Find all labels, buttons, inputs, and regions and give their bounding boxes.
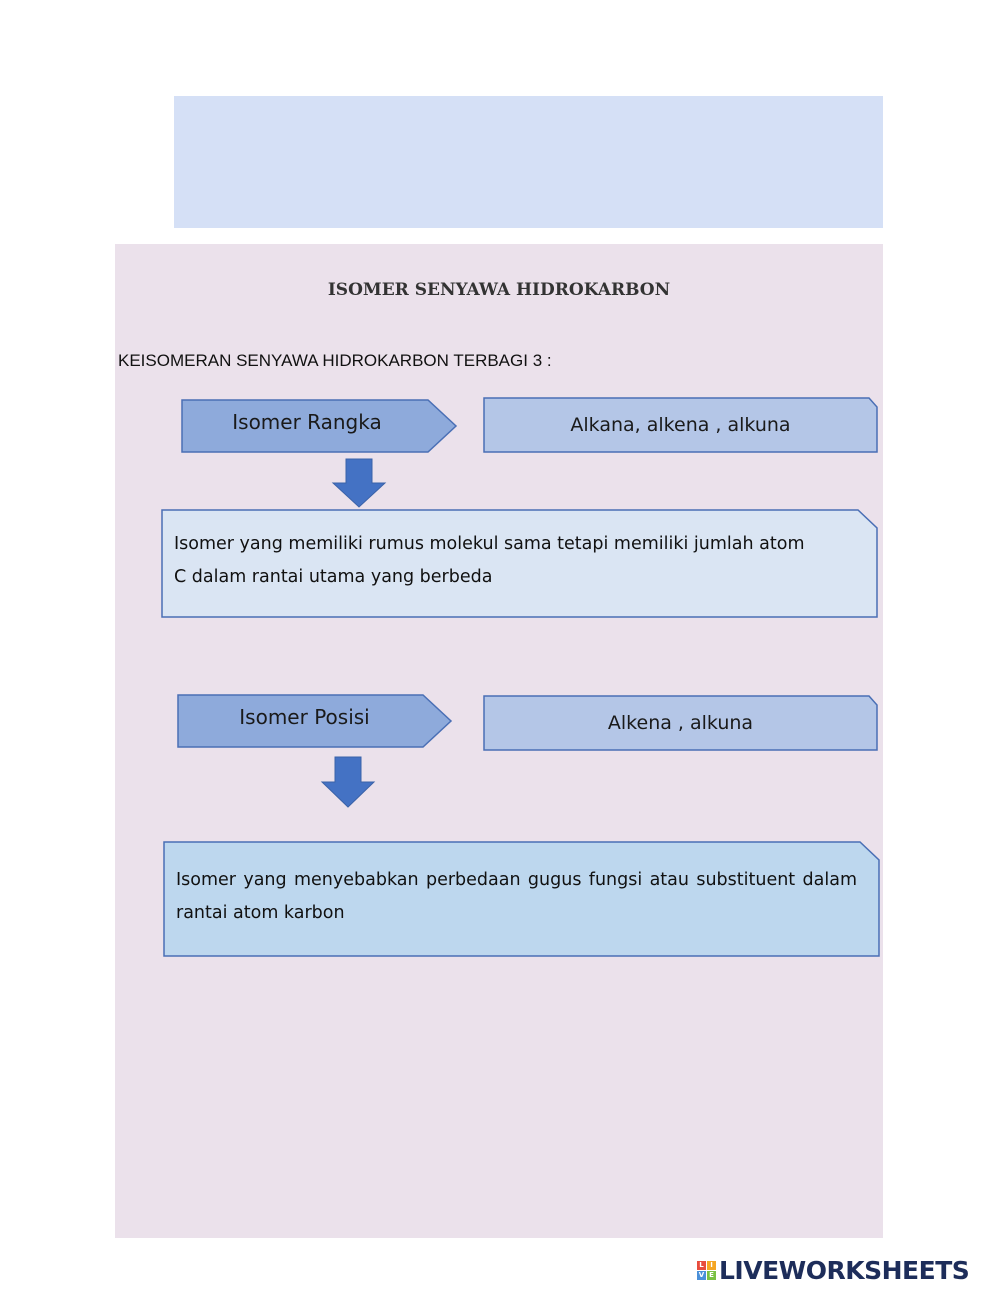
pentagon-arrow-shape xyxy=(177,694,453,748)
isomer-rangka-definition-line-1: Isomer yang memiliki rumus molekul sama … xyxy=(174,534,805,554)
liveworksheets-logo: L I V E LIVEWORKSHEETS xyxy=(697,1255,970,1285)
isomer-rangka-applies-text: Alkana, alkena , alkuna xyxy=(570,414,791,436)
isomer-posisi-applies-box: Alkena , alkuna xyxy=(483,695,878,751)
snip-box-shape xyxy=(483,397,878,453)
pentagon-arrow-shape xyxy=(181,399,458,453)
isomer-rangka-applies-box: Alkana, alkena , alkuna xyxy=(483,397,878,453)
logo-letter: L xyxy=(697,1260,706,1270)
isomer-rangka-definition-box xyxy=(161,509,878,618)
snip-box-shape xyxy=(163,841,880,957)
page-title: ISOMER SENYAWA HIDROKARBON xyxy=(327,280,671,300)
logo-letter: I xyxy=(707,1260,716,1270)
subtitle: KEISOMERAN SENYAWA HIDROKARBON TERBAGI 3… xyxy=(118,351,552,370)
snip-box-shape xyxy=(161,509,878,618)
isomer-posisi-label: Isomer Posisi xyxy=(239,705,370,729)
logo-letter: E xyxy=(707,1270,716,1280)
header-band xyxy=(174,96,883,228)
down-arrow-icon xyxy=(331,458,387,508)
logo-letter: V xyxy=(697,1270,706,1280)
isomer-posisi-applies-text: Alkena , alkuna xyxy=(607,712,754,734)
snip-box-shape xyxy=(483,695,878,751)
down-arrow-icon xyxy=(320,756,376,808)
isomer-posisi-definition-box xyxy=(163,841,880,957)
isomer-posisi-arrow: Isomer Posisi xyxy=(177,694,453,748)
isomer-posisi-definition: Isomer yang menyebabkan perbedaan gugus … xyxy=(176,870,857,923)
logo-mark-icon: L I V E xyxy=(697,1260,716,1280)
isomer-rangka-label: Isomer Rangka xyxy=(232,410,382,434)
isomer-rangka-definition-line-2: C dalam rantai utama yang berbeda xyxy=(174,567,493,587)
logo-text: LIVEWORKSHEETS xyxy=(719,1255,970,1285)
isomer-rangka-arrow: Isomer Rangka xyxy=(181,399,458,453)
